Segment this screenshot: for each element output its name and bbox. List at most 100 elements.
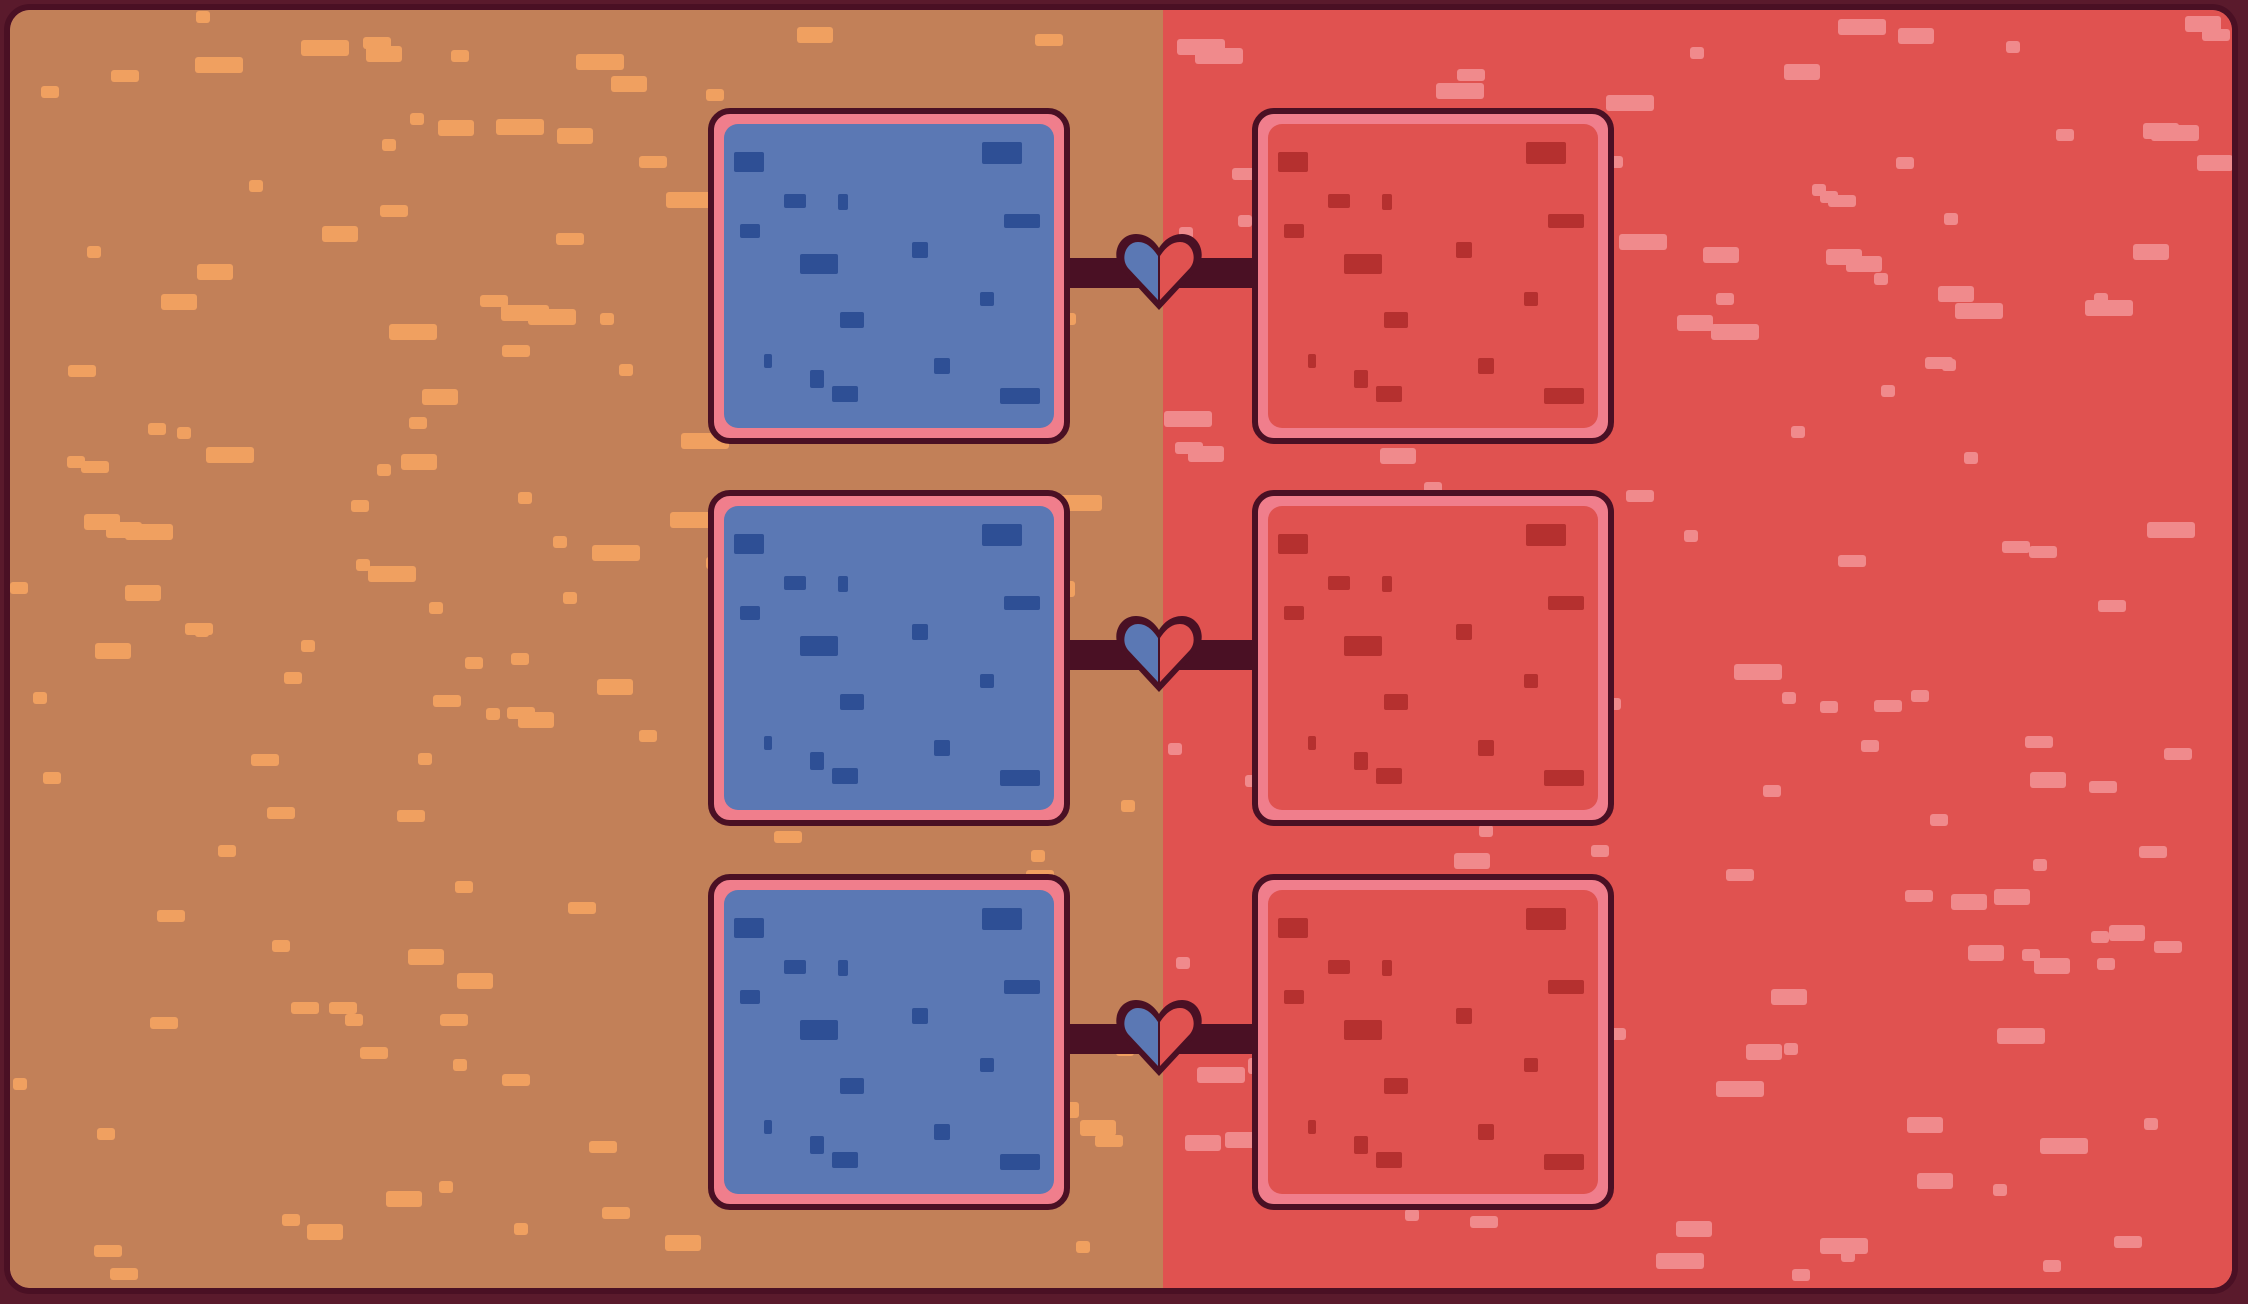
floor-speck (1898, 28, 1934, 44)
slot-texture-speck (1382, 576, 1392, 592)
floor-speck (87, 246, 101, 258)
red-card-slot-1[interactable] (1252, 108, 1614, 444)
floor-speck (410, 113, 424, 125)
floor-speck (706, 89, 724, 101)
floor-speck (502, 1074, 530, 1086)
floor-speck (439, 1181, 453, 1193)
floor-speck (1626, 490, 1654, 502)
floor-speck (556, 233, 584, 245)
floor-speck (797, 27, 833, 43)
floor-speck (1820, 1238, 1868, 1254)
floor-speck (291, 1002, 319, 1014)
blue-card-slot-3[interactable] (708, 874, 1070, 1210)
slot-texture-speck (1354, 1136, 1368, 1154)
floor-speck (1436, 83, 1484, 99)
floor-speck (33, 692, 47, 704)
floor-speck (1197, 1067, 1245, 1083)
slot-texture-speck (1328, 576, 1350, 590)
floor-speck (1861, 740, 1879, 752)
floor-speck (2202, 29, 2230, 41)
slot-texture-speck (764, 354, 772, 368)
floor-speck (1031, 850, 1045, 862)
slot-texture-speck (1548, 980, 1584, 994)
floor-speck (511, 653, 529, 665)
slot-texture-speck (1000, 770, 1040, 786)
floor-speck (1784, 1043, 1798, 1055)
blue-card-slot-2[interactable] (708, 490, 1070, 826)
floor-speck (1479, 825, 1493, 837)
floor-speck (1911, 690, 1929, 702)
slot-texture-speck (840, 1078, 864, 1094)
slot-texture-speck (1478, 358, 1494, 374)
slot-texture-speck (934, 1124, 950, 1140)
floor-speck (1881, 385, 1895, 397)
floor-speck (345, 1014, 363, 1026)
floor-speck (409, 417, 427, 429)
red-card-slot-3[interactable] (1252, 874, 1614, 1210)
slot-texture-speck (1526, 908, 1566, 930)
slot-texture-speck (1524, 1058, 1538, 1072)
floor-speck (553, 536, 567, 548)
floor-speck (377, 464, 391, 476)
floor-speck (68, 365, 96, 377)
floor-speck (148, 423, 166, 435)
floor-speck (670, 512, 718, 528)
floor-speck (1771, 989, 1807, 1005)
slot-texture-speck (838, 576, 848, 592)
floor-speck (380, 205, 408, 217)
floor-speck (2094, 293, 2108, 305)
floor-speck (1238, 215, 1252, 227)
slot-texture-speck (980, 1058, 994, 1072)
floor-speck (1838, 555, 1866, 567)
slot-texture-speck (912, 624, 928, 640)
slot-texture-speck (1524, 292, 1538, 306)
blue-card-slot-1[interactable] (708, 108, 1070, 444)
floor-speck (2034, 958, 2070, 974)
floor-speck (1951, 894, 1987, 910)
floor-speck (486, 708, 500, 720)
red-card-slot-2[interactable] (1252, 490, 1614, 826)
floor-speck (1955, 303, 2003, 319)
floor-speck (1195, 48, 1243, 64)
floor-speck (597, 679, 633, 695)
floor-speck (592, 545, 640, 561)
slot-texture-speck (810, 370, 824, 388)
floor-speck (1905, 890, 1933, 902)
floor-speck (589, 1141, 617, 1153)
slot-texture-speck (934, 358, 950, 374)
slot-texture-speck (1376, 1152, 1402, 1168)
floor-speck (1792, 1269, 1810, 1281)
slot-texture-speck (1328, 194, 1350, 208)
floor-speck (2006, 41, 2020, 53)
floor-speck (251, 754, 279, 766)
floor-speck (1168, 743, 1182, 755)
slot-texture-speck (734, 918, 764, 938)
slot-texture-speck (1456, 1008, 1472, 1024)
floor-speck (1380, 448, 1416, 464)
slot-texture-speck (1384, 694, 1408, 710)
floor-speck (249, 180, 263, 192)
floor-speck (1763, 785, 1781, 797)
floor-speck (453, 1059, 467, 1071)
floor-speck (1716, 293, 1734, 305)
floor-speck (397, 810, 425, 822)
floor-speck (1944, 213, 1958, 225)
slot-texture-speck (1524, 674, 1538, 688)
floor-speck (611, 76, 647, 92)
split-heart-icon-1 (1116, 234, 1202, 310)
floor-speck (1734, 664, 1782, 680)
floor-speck (639, 730, 657, 742)
floor-speck (389, 324, 437, 340)
slot-texture-speck (1456, 242, 1472, 258)
slot-texture-speck (838, 960, 848, 976)
floor-speck (351, 500, 369, 512)
floor-speck (2029, 546, 2057, 558)
floor-speck (195, 57, 243, 73)
floor-speck (465, 657, 483, 669)
floor-speck (1746, 1044, 1782, 1060)
floor-speck (1994, 889, 2030, 905)
slot-texture-speck (1544, 388, 1584, 404)
slot-texture-speck (1376, 768, 1402, 784)
slot-texture-speck (800, 1020, 838, 1040)
floor-speck (125, 524, 173, 540)
